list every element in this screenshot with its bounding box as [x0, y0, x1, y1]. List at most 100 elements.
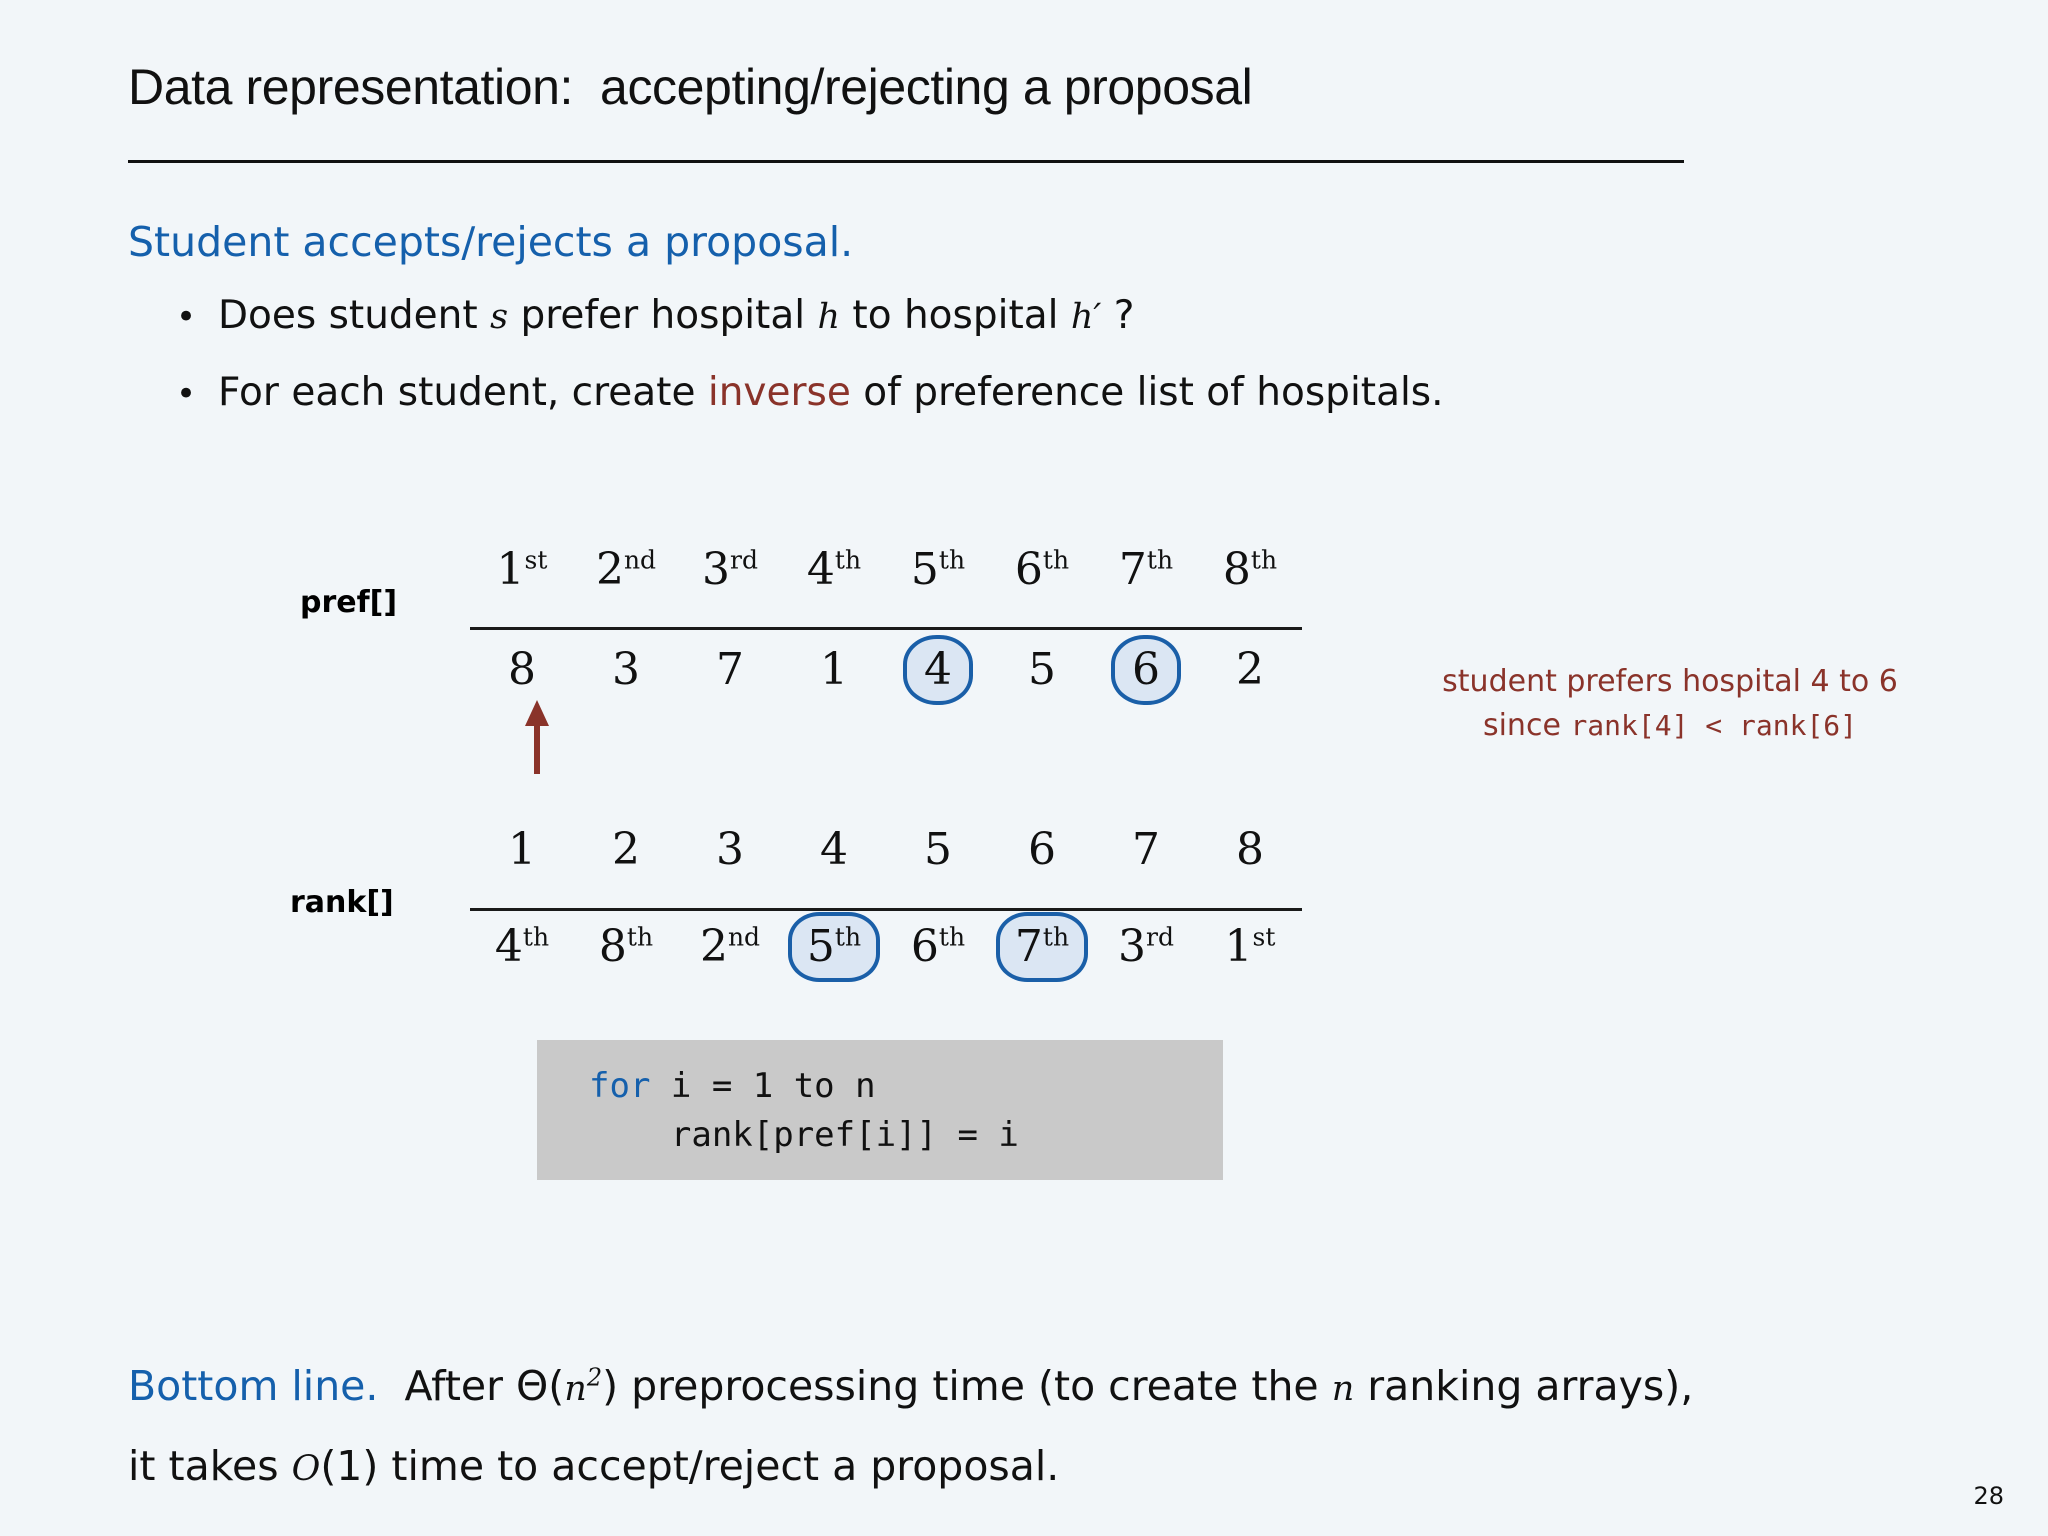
rank-value: 4th	[494, 921, 550, 972]
pref-cell: 2	[1198, 648, 1302, 692]
rank-header-value: 7	[1132, 824, 1160, 875]
pref-index-arrow-icon	[525, 700, 549, 774]
pref-header-value: 1st	[496, 544, 548, 595]
pref-header-value: 8th	[1222, 544, 1278, 595]
rank-header-value: 2	[612, 824, 640, 875]
rank-value: 7th	[1014, 921, 1070, 972]
rank-value: 3rd	[1118, 921, 1174, 972]
rank-cell: 4th	[470, 924, 574, 969]
pref-header-cell: 2nd	[574, 547, 678, 592]
rank-header-value: 4	[820, 824, 848, 875]
ordinal-suffix: th	[834, 922, 862, 952]
rank-header-cell: 3	[678, 828, 782, 872]
rank-header-cell: 7	[1094, 828, 1198, 872]
ordinal-suffix: st	[524, 545, 548, 575]
ordinal-suffix: st	[1252, 922, 1276, 952]
page-number: 28	[1973, 1482, 2004, 1510]
ordinal-suffix: th	[938, 545, 966, 575]
pref-cell: 1	[782, 648, 886, 692]
pref-header-value: 3rd	[702, 544, 758, 595]
pref-header-value: 5th	[910, 544, 966, 595]
pref-header-value: 2nd	[595, 544, 657, 595]
rank-value: 5th	[806, 921, 862, 972]
rank-header-cell: 5	[886, 828, 990, 872]
rank-cell: 1st	[1198, 924, 1302, 969]
code-line-1-rest: i = 1 to n	[650, 1066, 876, 1106]
pref-value: 5	[1028, 644, 1056, 695]
bullet-item-1: • Does student s prefer hospital h to ho…	[176, 293, 1134, 338]
pref-header-value: 4th	[806, 544, 862, 595]
ordinal-suffix: th	[1250, 545, 1278, 575]
rank-header-value: 8	[1236, 824, 1264, 875]
pref-header-cell: 7th	[1094, 545, 1198, 592]
rank-header-cell: 6	[990, 828, 1094, 872]
rank-header-cell: 2	[574, 828, 678, 872]
note-line-2-prefix: since	[1482, 707, 1571, 743]
code-line-1: for i = 1 to n	[589, 1062, 1223, 1111]
ordinal-suffix: th	[1146, 545, 1174, 575]
pref-value: 8	[508, 644, 536, 695]
pref-cell: 4	[886, 635, 990, 705]
ordinal-suffix: nd	[623, 545, 657, 575]
pref-value: 3	[612, 644, 640, 695]
rank-values-row: 4th 8th 2nd 5th 6th 7th 3rd 1st	[470, 912, 1302, 982]
bullet-marker: •	[176, 297, 197, 337]
rank-array-label: rank[]	[290, 885, 394, 920]
highlight-oval	[903, 635, 973, 705]
rank-cell: 3rd	[1094, 924, 1198, 969]
pref-cell: 7	[678, 648, 782, 692]
rank-value: 8th	[598, 921, 654, 972]
rank-header-value: 3	[716, 824, 744, 875]
pref-header-value: 6th	[1014, 544, 1070, 595]
bottom-line-1: Bottom line. After Θ(n2) preprocessing t…	[128, 1362, 1694, 1410]
ordinal-suffix: nd	[727, 922, 761, 952]
pref-header-cell: 6th	[990, 547, 1094, 592]
pref-header-cell: 5th	[886, 547, 990, 592]
bullet-text-1: Does student s prefer hospital h to hosp…	[218, 293, 1135, 338]
highlight-oval	[788, 912, 880, 982]
rank-header-cell: 4	[782, 828, 886, 872]
ordinal-suffix: th	[834, 545, 862, 575]
pref-cell: 6	[1094, 635, 1198, 705]
rank-header-cell: 8	[1198, 828, 1302, 872]
ordinal-suffix: th	[522, 922, 550, 952]
pref-value: 1	[820, 644, 848, 695]
pref-value: 7	[716, 644, 744, 695]
pref-array-label: pref[]	[300, 585, 398, 620]
pref-value: 4	[924, 644, 952, 695]
pref-value: 2	[1236, 644, 1264, 695]
rank-header-value: 1	[508, 824, 536, 875]
rank-value: 2nd	[699, 921, 761, 972]
rank-value: 1st	[1224, 921, 1276, 972]
rank-header-value: 6	[1028, 824, 1056, 875]
page-title: Data representation: accepting/rejecting…	[128, 59, 1253, 115]
code-snippet: for i = 1 to n rank[pref[i]] = i	[537, 1040, 1223, 1180]
code-line-2: rank[pref[i]] = i	[589, 1115, 1019, 1156]
code-keyword-for: for	[589, 1066, 651, 1106]
ordinal-suffix: rd	[1146, 922, 1174, 952]
annotation-note: student prefers hospital 4 to 6 since ra…	[1370, 660, 1970, 747]
rank-cell: 7th	[990, 912, 1094, 982]
note-line-1: student prefers hospital 4 to 6	[1442, 664, 1898, 699]
bullet-marker: •	[176, 374, 197, 414]
pref-header-cell: 4th	[782, 547, 886, 592]
pref-header-cell: 1st	[470, 547, 574, 592]
rank-divider	[470, 908, 1302, 911]
bullet-item-2: • For each student, create inverse of pr…	[176, 370, 1444, 415]
rank-cell: 6th	[886, 924, 990, 969]
ordinal-suffix: th	[938, 922, 966, 952]
rank-header-cell: 1	[470, 828, 574, 872]
ordinal-suffix: th	[626, 922, 654, 952]
rank-cell: 5th	[782, 912, 886, 982]
ordinal-suffix: rd	[730, 545, 758, 575]
rank-value: 6th	[910, 921, 966, 972]
highlight-oval	[1111, 635, 1181, 705]
bottom-line-label: Bottom line.	[128, 1362, 379, 1410]
rank-cell: 8th	[574, 924, 678, 969]
pref-cell: 8	[470, 648, 574, 692]
ordinal-suffix: th	[1042, 545, 1070, 575]
keyword-inverse: inverse	[707, 370, 851, 415]
bottom-line-2: it takes O(1) time to accept/reject a pr…	[128, 1442, 1060, 1490]
pref-value: 6	[1132, 644, 1160, 695]
